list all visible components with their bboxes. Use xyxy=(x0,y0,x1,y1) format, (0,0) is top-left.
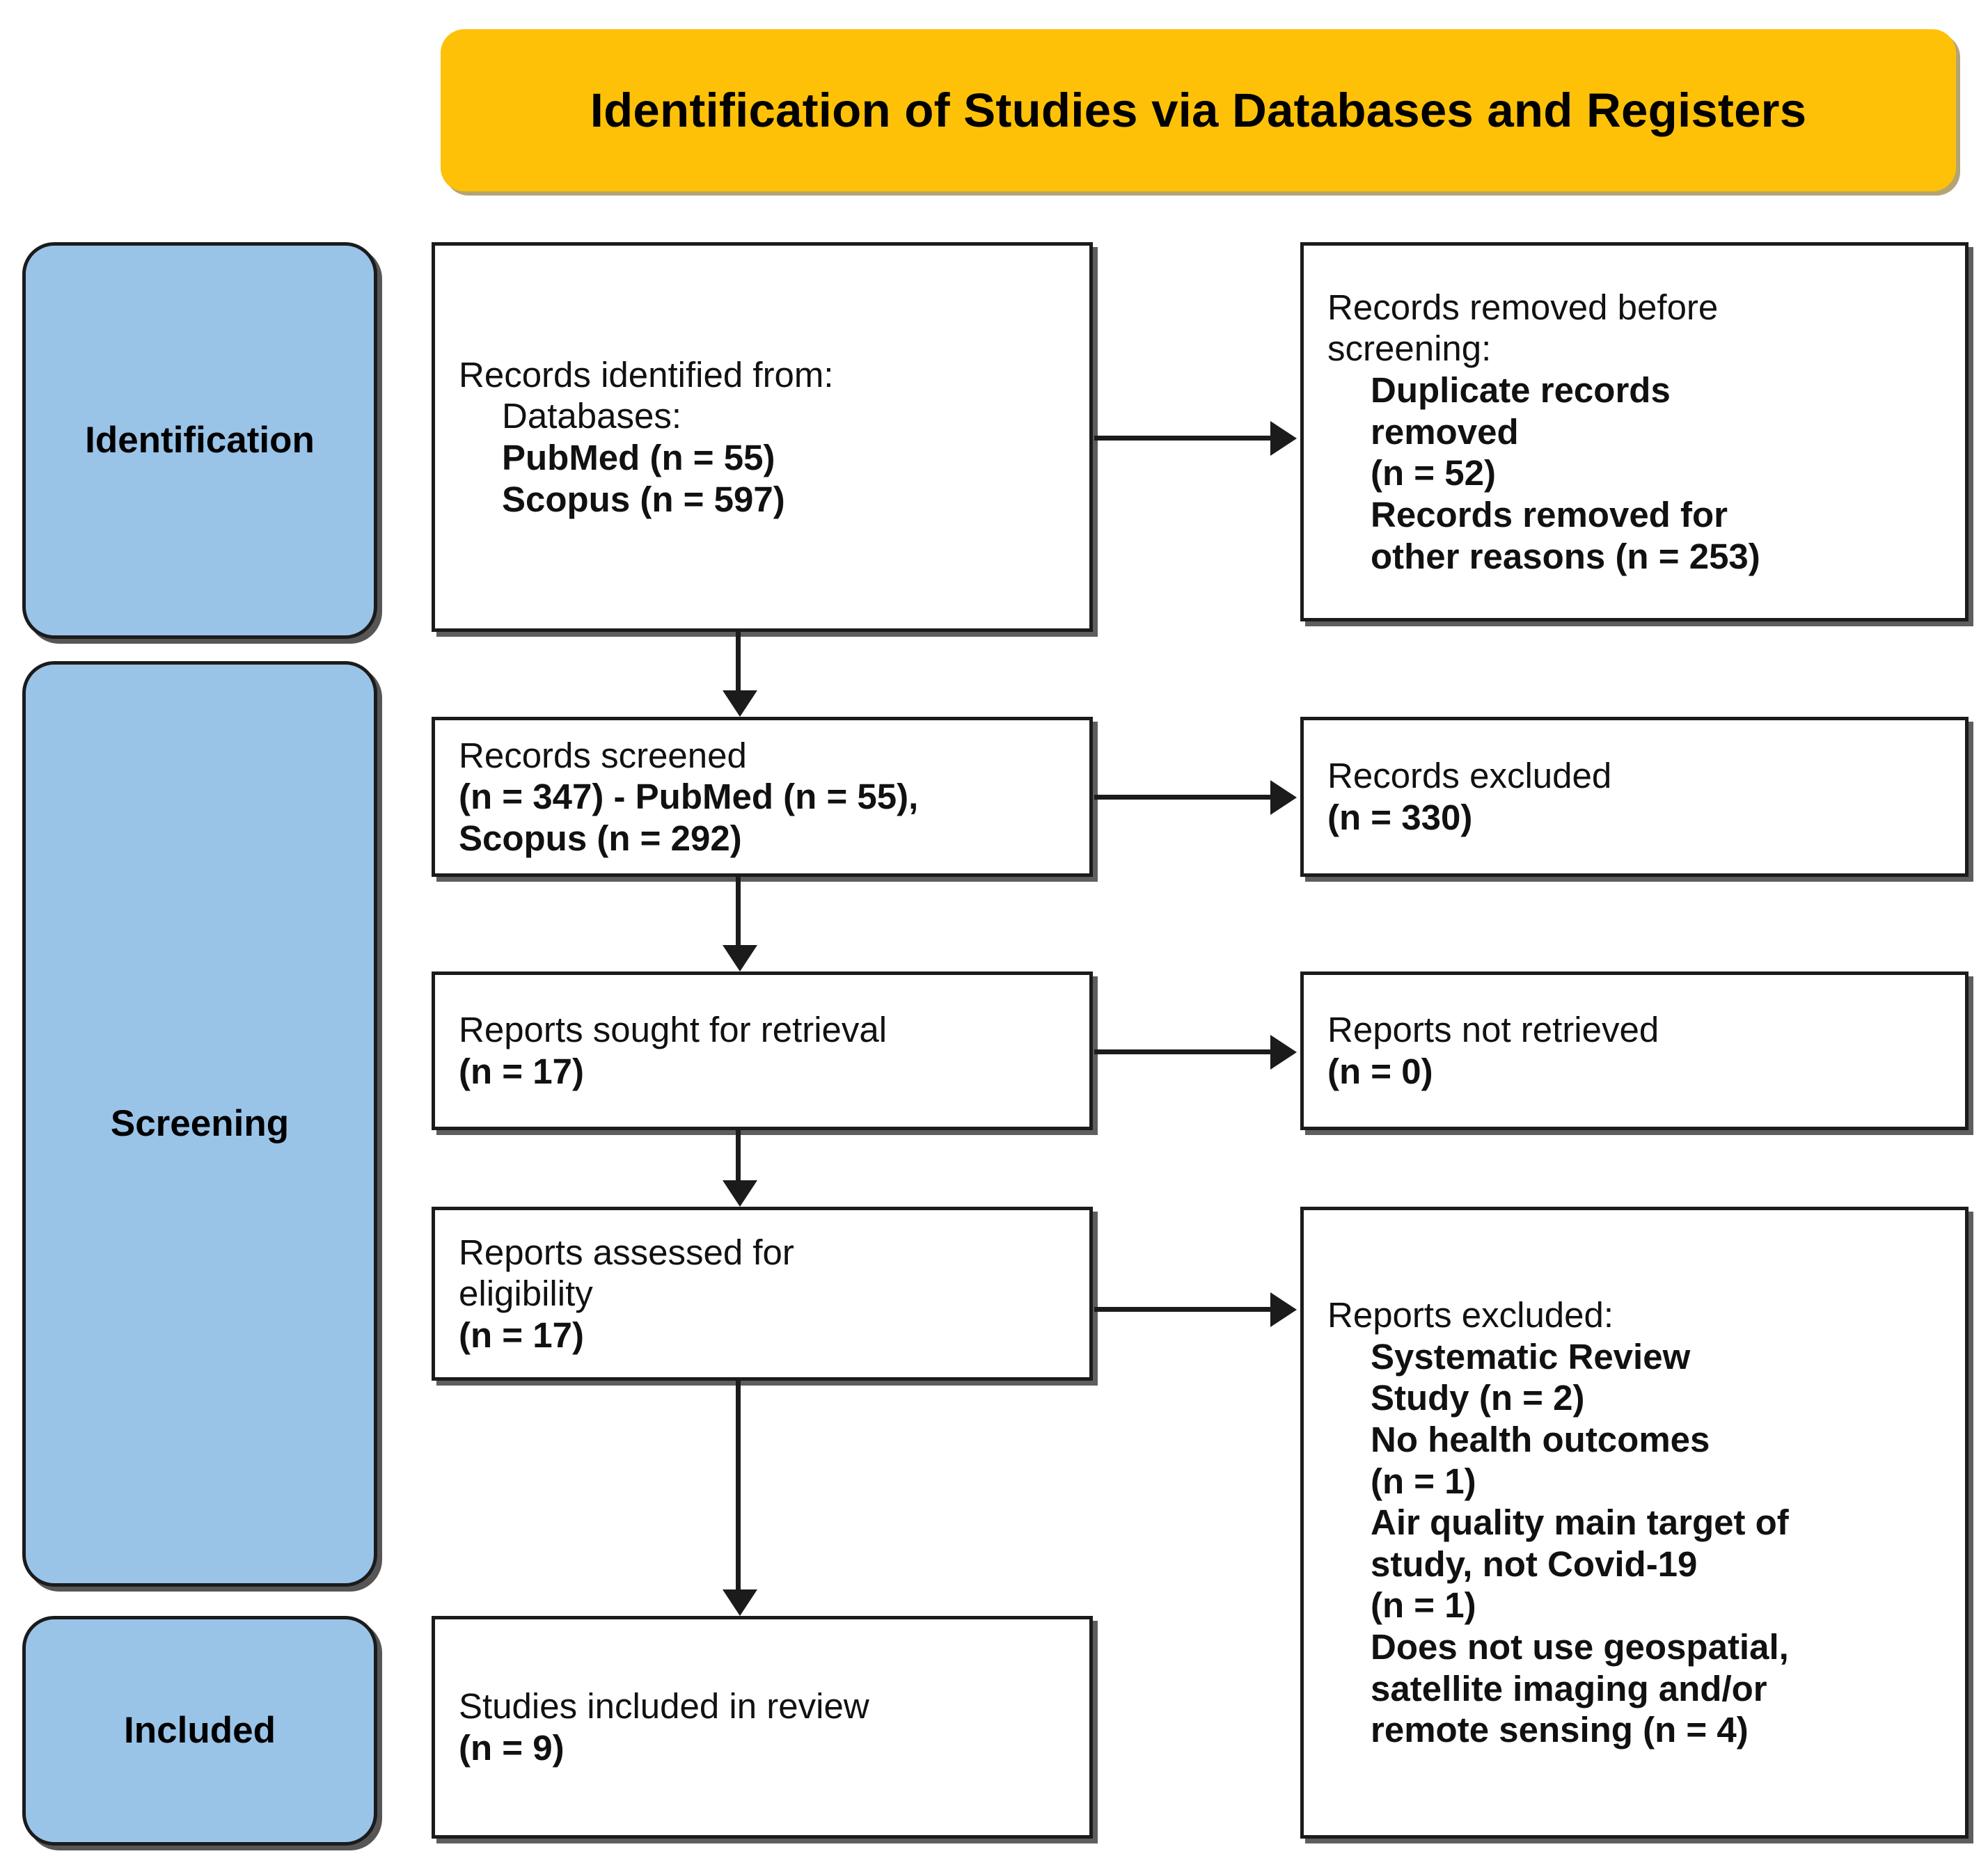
studies-included-label: Studies included in review xyxy=(459,1686,869,1727)
records-removed-italic-screening: screening xyxy=(1327,328,1482,369)
reports-excluded-reason-2a: No health outcomes xyxy=(1371,1419,1710,1459)
reports-excluded-reason-4c: remote sensing (n = 4) xyxy=(1371,1710,1749,1750)
records-screened-counts-line1: (n = 347) - PubMed (n = 55), xyxy=(459,777,919,817)
connector-screened-to-sought xyxy=(736,877,741,946)
diagram-title: Identification of Studies via Databases … xyxy=(590,83,1807,137)
box-studies-included-in-review: Studies included in review (n = 9) xyxy=(432,1616,1093,1839)
stage-screening-text: Screening xyxy=(110,1102,290,1144)
connector-assessed-to-included xyxy=(736,1381,741,1589)
records-screened-label: Records screened xyxy=(459,735,747,775)
box-records-excluded: Records excluded (n = 330) xyxy=(1300,717,1969,877)
removed-other-reasons-line1: Records removed for xyxy=(1371,494,1728,534)
connector-assessed-to-reportsexcluded xyxy=(1094,1307,1274,1312)
box-reports-assessed-for-eligibility: Reports assessed for eligibility (n = 17… xyxy=(432,1207,1093,1381)
reports-sought-label: Reports sought for retrieval xyxy=(459,1010,888,1050)
reports-excluded-reason-3b: study, not Covid-19 xyxy=(1371,1544,1698,1584)
reports-assessed-count: (n = 17) xyxy=(459,1315,584,1355)
connector-identified-to-removed xyxy=(1094,436,1274,441)
arrow-down-icon-identified-to-screened xyxy=(723,690,757,717)
connector-identified-to-screened xyxy=(736,632,741,695)
stage-identification-text: Identification xyxy=(85,419,315,461)
reports-excluded-reason-4a: Does not use geospatial, xyxy=(1371,1627,1789,1667)
records-removed-italic-before: before xyxy=(1617,287,1719,327)
arrow-right-icon-assessed-to-reportsexcluded xyxy=(1270,1292,1297,1327)
reports-excluded-reason-1b: Study (n = 2) xyxy=(1371,1378,1585,1418)
reports-excluded-reason-2b: (n = 1) xyxy=(1371,1461,1476,1501)
diagram-header-banner: Identification of Studies via Databases … xyxy=(441,29,1956,191)
reports-excluded-reason-3a: Air quality main target of xyxy=(1371,1502,1789,1543)
reports-excluded-reason-1a: Systematic Review xyxy=(1371,1336,1691,1377)
box-reports-sought-for-retrieval: Reports sought for retrieval (n = 17) xyxy=(432,971,1093,1130)
reports-assessed-label-line1: Reports assessed for xyxy=(459,1232,794,1272)
duplicate-records-line1: Duplicate records xyxy=(1371,370,1671,411)
arrow-down-icon-sought-to-assessed xyxy=(723,1180,757,1207)
connector-screened-to-excluded xyxy=(1094,795,1274,800)
records-identified-scopus: Scopus (n = 597) xyxy=(502,479,785,519)
stage-label-screening: Screening xyxy=(22,661,377,1587)
duplicate-records-count: (n = 52) xyxy=(1371,453,1496,493)
reports-excluded-reason-3c: (n = 1) xyxy=(1371,1585,1476,1626)
records-removed-colon: : xyxy=(1481,328,1492,369)
stage-label-identification: Identification xyxy=(22,242,377,639)
connector-sought-to-assessed xyxy=(736,1130,741,1180)
reports-not-retrieved-count: (n = 0) xyxy=(1327,1052,1433,1091)
records-identified-line2: Databases: xyxy=(502,396,681,436)
box-records-screened: Records screened (n = 347) - PubMed (n =… xyxy=(432,717,1093,877)
arrow-down-icon-screened-to-sought xyxy=(723,945,757,971)
stage-included-text: Included xyxy=(124,1709,276,1751)
stage-label-included: Included xyxy=(22,1616,377,1846)
reports-sought-count: (n = 17) xyxy=(459,1052,584,1091)
reports-excluded-reason-4b: satellite imaging and/or xyxy=(1371,1668,1767,1708)
connector-sought-to-notretrieved xyxy=(1094,1049,1274,1054)
box-reports-excluded: Reports excluded: Systematic Review Stud… xyxy=(1300,1207,1969,1839)
box-records-removed-before-screening: Records removed before screening: Duplic… xyxy=(1300,242,1969,621)
records-identified-line1: Records identified from: xyxy=(459,354,834,395)
duplicate-records-line2: removed xyxy=(1371,411,1519,452)
arrow-right-icon-identified-to-removed xyxy=(1270,421,1297,456)
records-removed-line1: Records removed before xyxy=(1327,287,1941,328)
studies-included-count: (n = 9) xyxy=(459,1728,565,1768)
arrow-down-icon-assessed-to-included xyxy=(723,1589,757,1616)
records-screened-counts-line2: Scopus (n = 292) xyxy=(459,818,742,858)
records-removed-prefix: Records removed xyxy=(1327,287,1618,327)
reports-not-retrieved-label: Reports not retrieved xyxy=(1327,1010,1659,1050)
box-records-identified: Records identified from: Databases: PubM… xyxy=(432,242,1093,632)
arrow-right-icon-sought-to-notretrieved xyxy=(1270,1035,1297,1070)
records-identified-pubmed: PubMed (n = 55) xyxy=(502,438,775,477)
box-reports-not-retrieved: Reports not retrieved (n = 0) xyxy=(1300,971,1969,1130)
reports-excluded-heading: Reports excluded: xyxy=(1327,1294,1614,1335)
records-removed-line2: screening: xyxy=(1327,328,1941,370)
removed-other-reasons-line2: other reasons (n = 253) xyxy=(1371,536,1760,576)
reports-assessed-label-line2: eligibility xyxy=(459,1274,593,1314)
records-excluded-label: Records excluded xyxy=(1327,756,1612,796)
records-excluded-count: (n = 330) xyxy=(1327,798,1473,837)
arrow-right-icon-screened-to-excluded xyxy=(1270,780,1297,815)
